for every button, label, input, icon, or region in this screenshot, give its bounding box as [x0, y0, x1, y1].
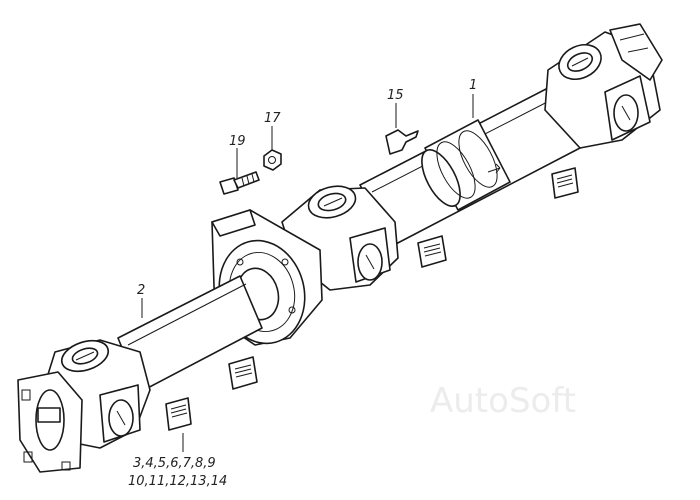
callout-group-line1: 3,4,5,6,7,8,9 [133, 456, 216, 471]
callout-group-line2: 10,11,12,13,14 [128, 474, 227, 489]
balance-plate [228, 356, 258, 390]
callout-17: 17 [264, 111, 281, 126]
callout-1: 1 [469, 78, 477, 93]
balance-plate [417, 235, 447, 268]
callout-15: 15 [387, 88, 404, 103]
watermark: AutoSoft [430, 381, 576, 421]
bracket-part-15 [385, 129, 419, 155]
right-universal-joint [544, 23, 663, 149]
balance-plate [551, 167, 579, 199]
slip-joint-sleeve [421, 119, 511, 211]
leader-lines [141, 94, 474, 452]
balance-plate [165, 397, 192, 431]
left-universal-joint [17, 339, 151, 473]
callout-2: 2 [137, 283, 145, 298]
callout-19: 19 [229, 134, 246, 149]
bolt-part-19 [219, 171, 260, 195]
nut-part-17 [263, 149, 282, 171]
